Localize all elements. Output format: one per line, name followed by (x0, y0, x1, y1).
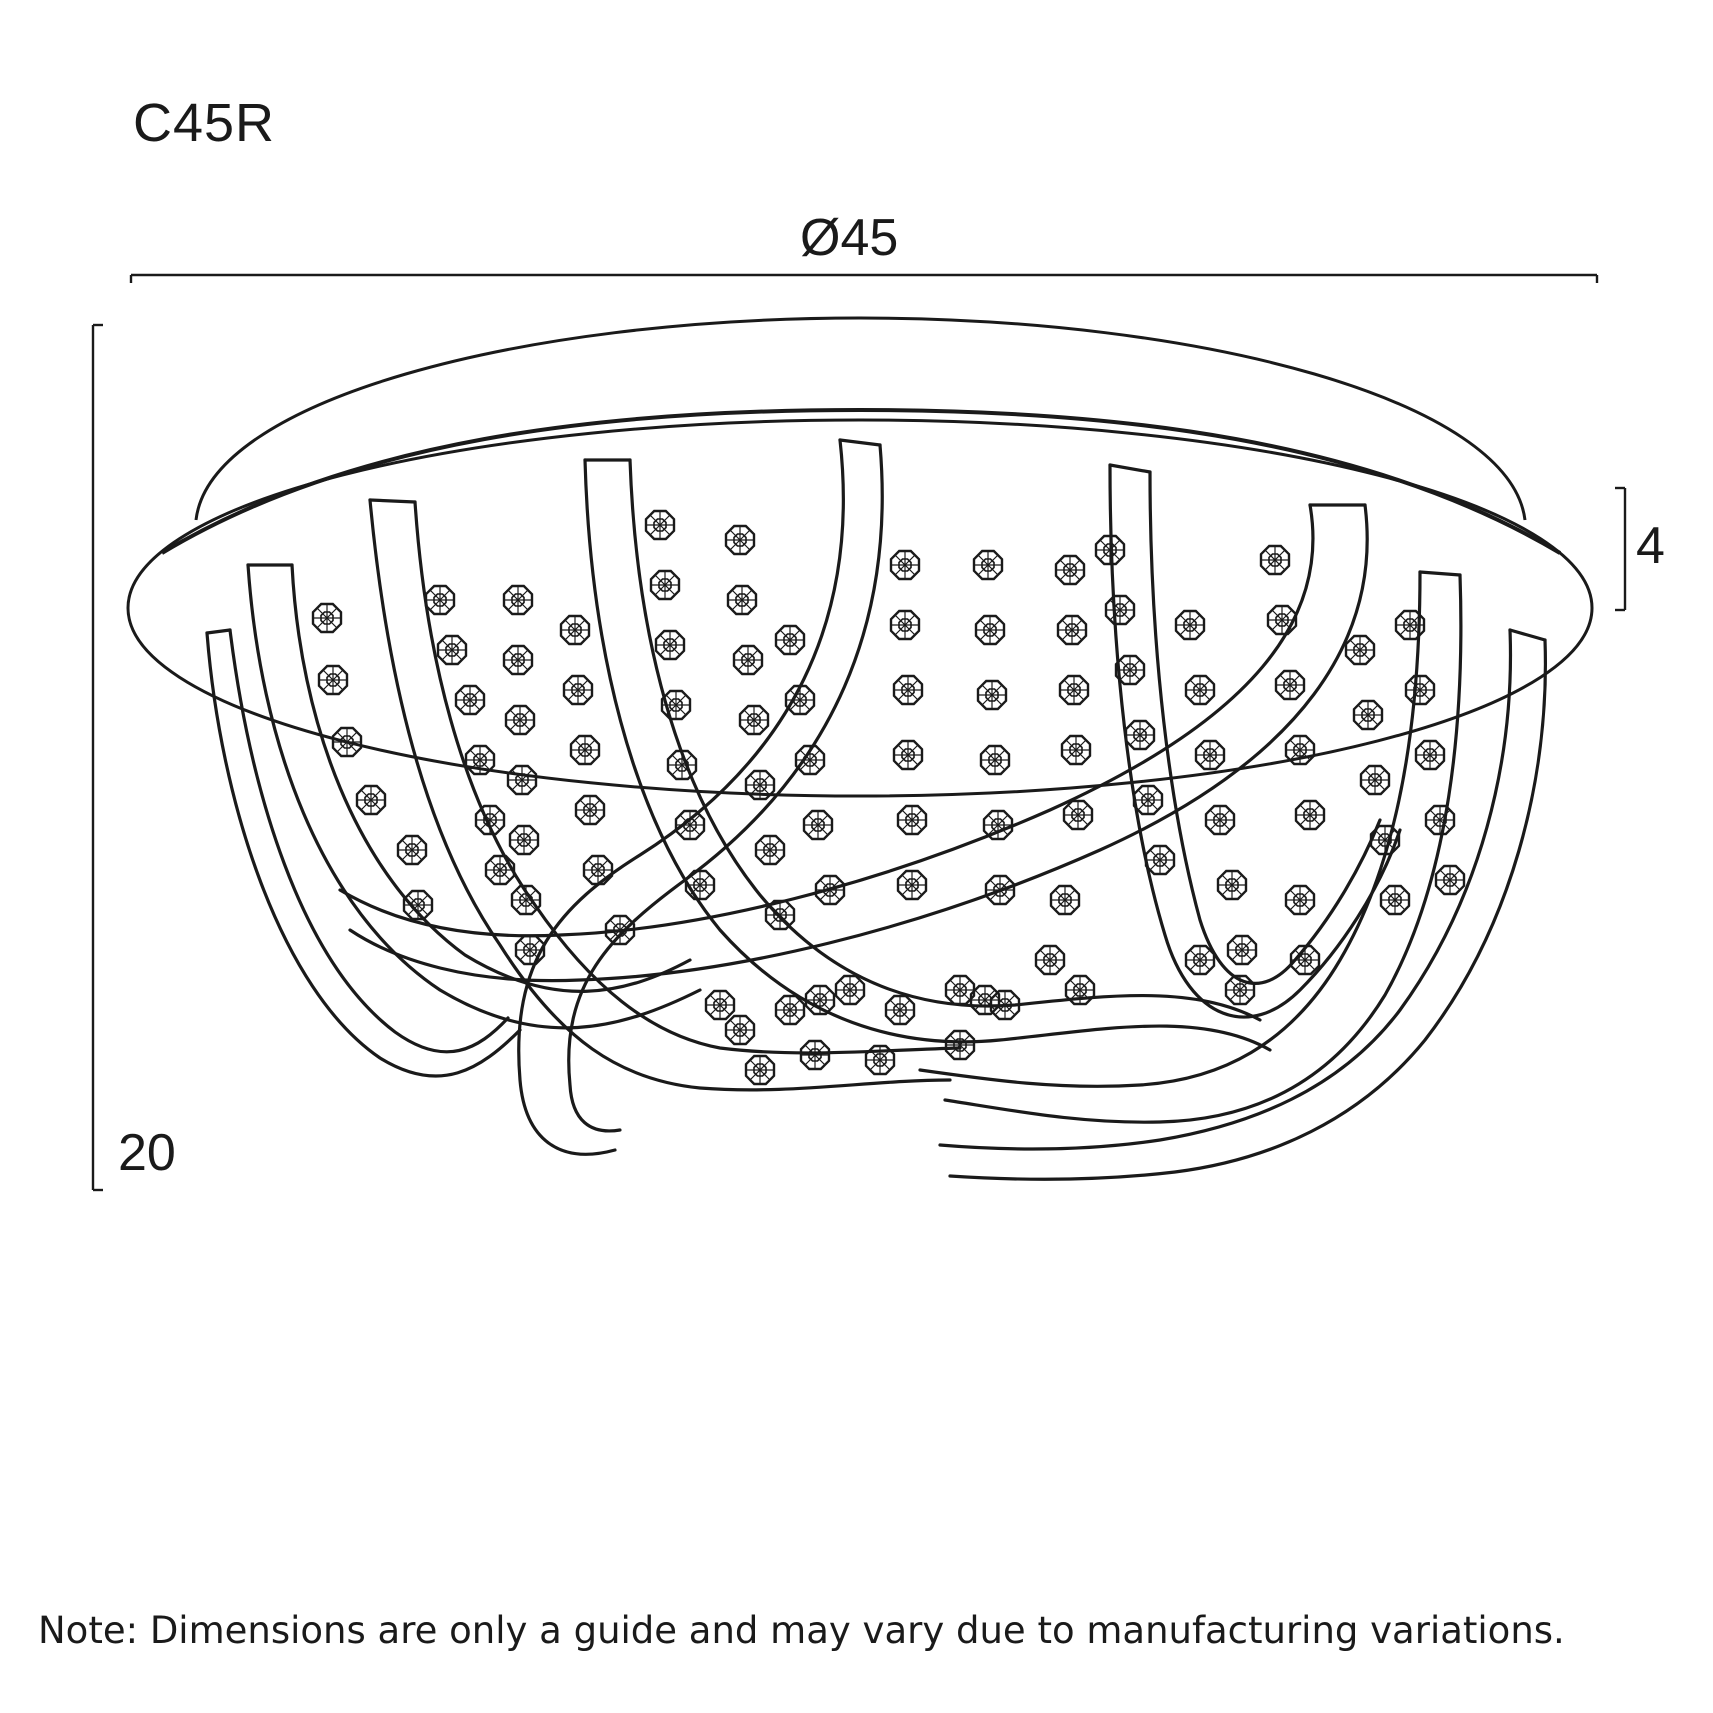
light-arm (583, 458, 1272, 1052)
arm-tip (205, 628, 232, 635)
light-arm (567, 443, 884, 1133)
light-arm (943, 573, 1463, 1124)
light-arm (918, 570, 1422, 1088)
light-arm (246, 563, 702, 1030)
height-label: 20 (118, 1124, 176, 1182)
light-arm (205, 631, 522, 1078)
canopy-back-edge (194, 316, 1527, 521)
light-arm (1148, 470, 1382, 985)
crystal-strand (724, 524, 796, 1086)
light-arm (628, 458, 1262, 1022)
ceiling-canopy (126, 316, 1594, 798)
light-arm (338, 503, 1315, 938)
crystal-strand (864, 549, 928, 1076)
canopy-dimension-line (1615, 486, 1627, 612)
arm-tip (1418, 570, 1462, 577)
light-arm (1108, 463, 1402, 1019)
light-arm (228, 628, 510, 1054)
crystal-strand (424, 584, 516, 886)
arm-tip (368, 498, 417, 504)
light-arm (948, 638, 1548, 1181)
canopy-rim-thickness (160, 407, 1562, 555)
arm-tip (838, 438, 882, 447)
light-arm (517, 438, 845, 1156)
light-arm (938, 628, 1513, 1151)
arm-tip (1508, 628, 1547, 642)
light-arm (348, 503, 1369, 983)
model-code: C45R (133, 93, 276, 153)
diameter-dimension-line (129, 273, 1599, 283)
light-arm (368, 498, 952, 1092)
height-dimension-line (91, 323, 103, 1192)
canopy-rim (126, 418, 1594, 798)
arm-tip (1108, 463, 1152, 474)
light-arm (413, 500, 962, 1055)
crystal-strand (944, 549, 1016, 1061)
crystal-strand (1034, 554, 1094, 976)
dimension-note: Note: Dimensions are only a guide and ma… (38, 1609, 1565, 1652)
crystal-strand (644, 509, 716, 901)
light-arms (205, 438, 1548, 1181)
diameter-label: Ø45 (800, 209, 899, 267)
canopy-height-label: 4 (1636, 517, 1665, 575)
light-arm (290, 563, 692, 993)
